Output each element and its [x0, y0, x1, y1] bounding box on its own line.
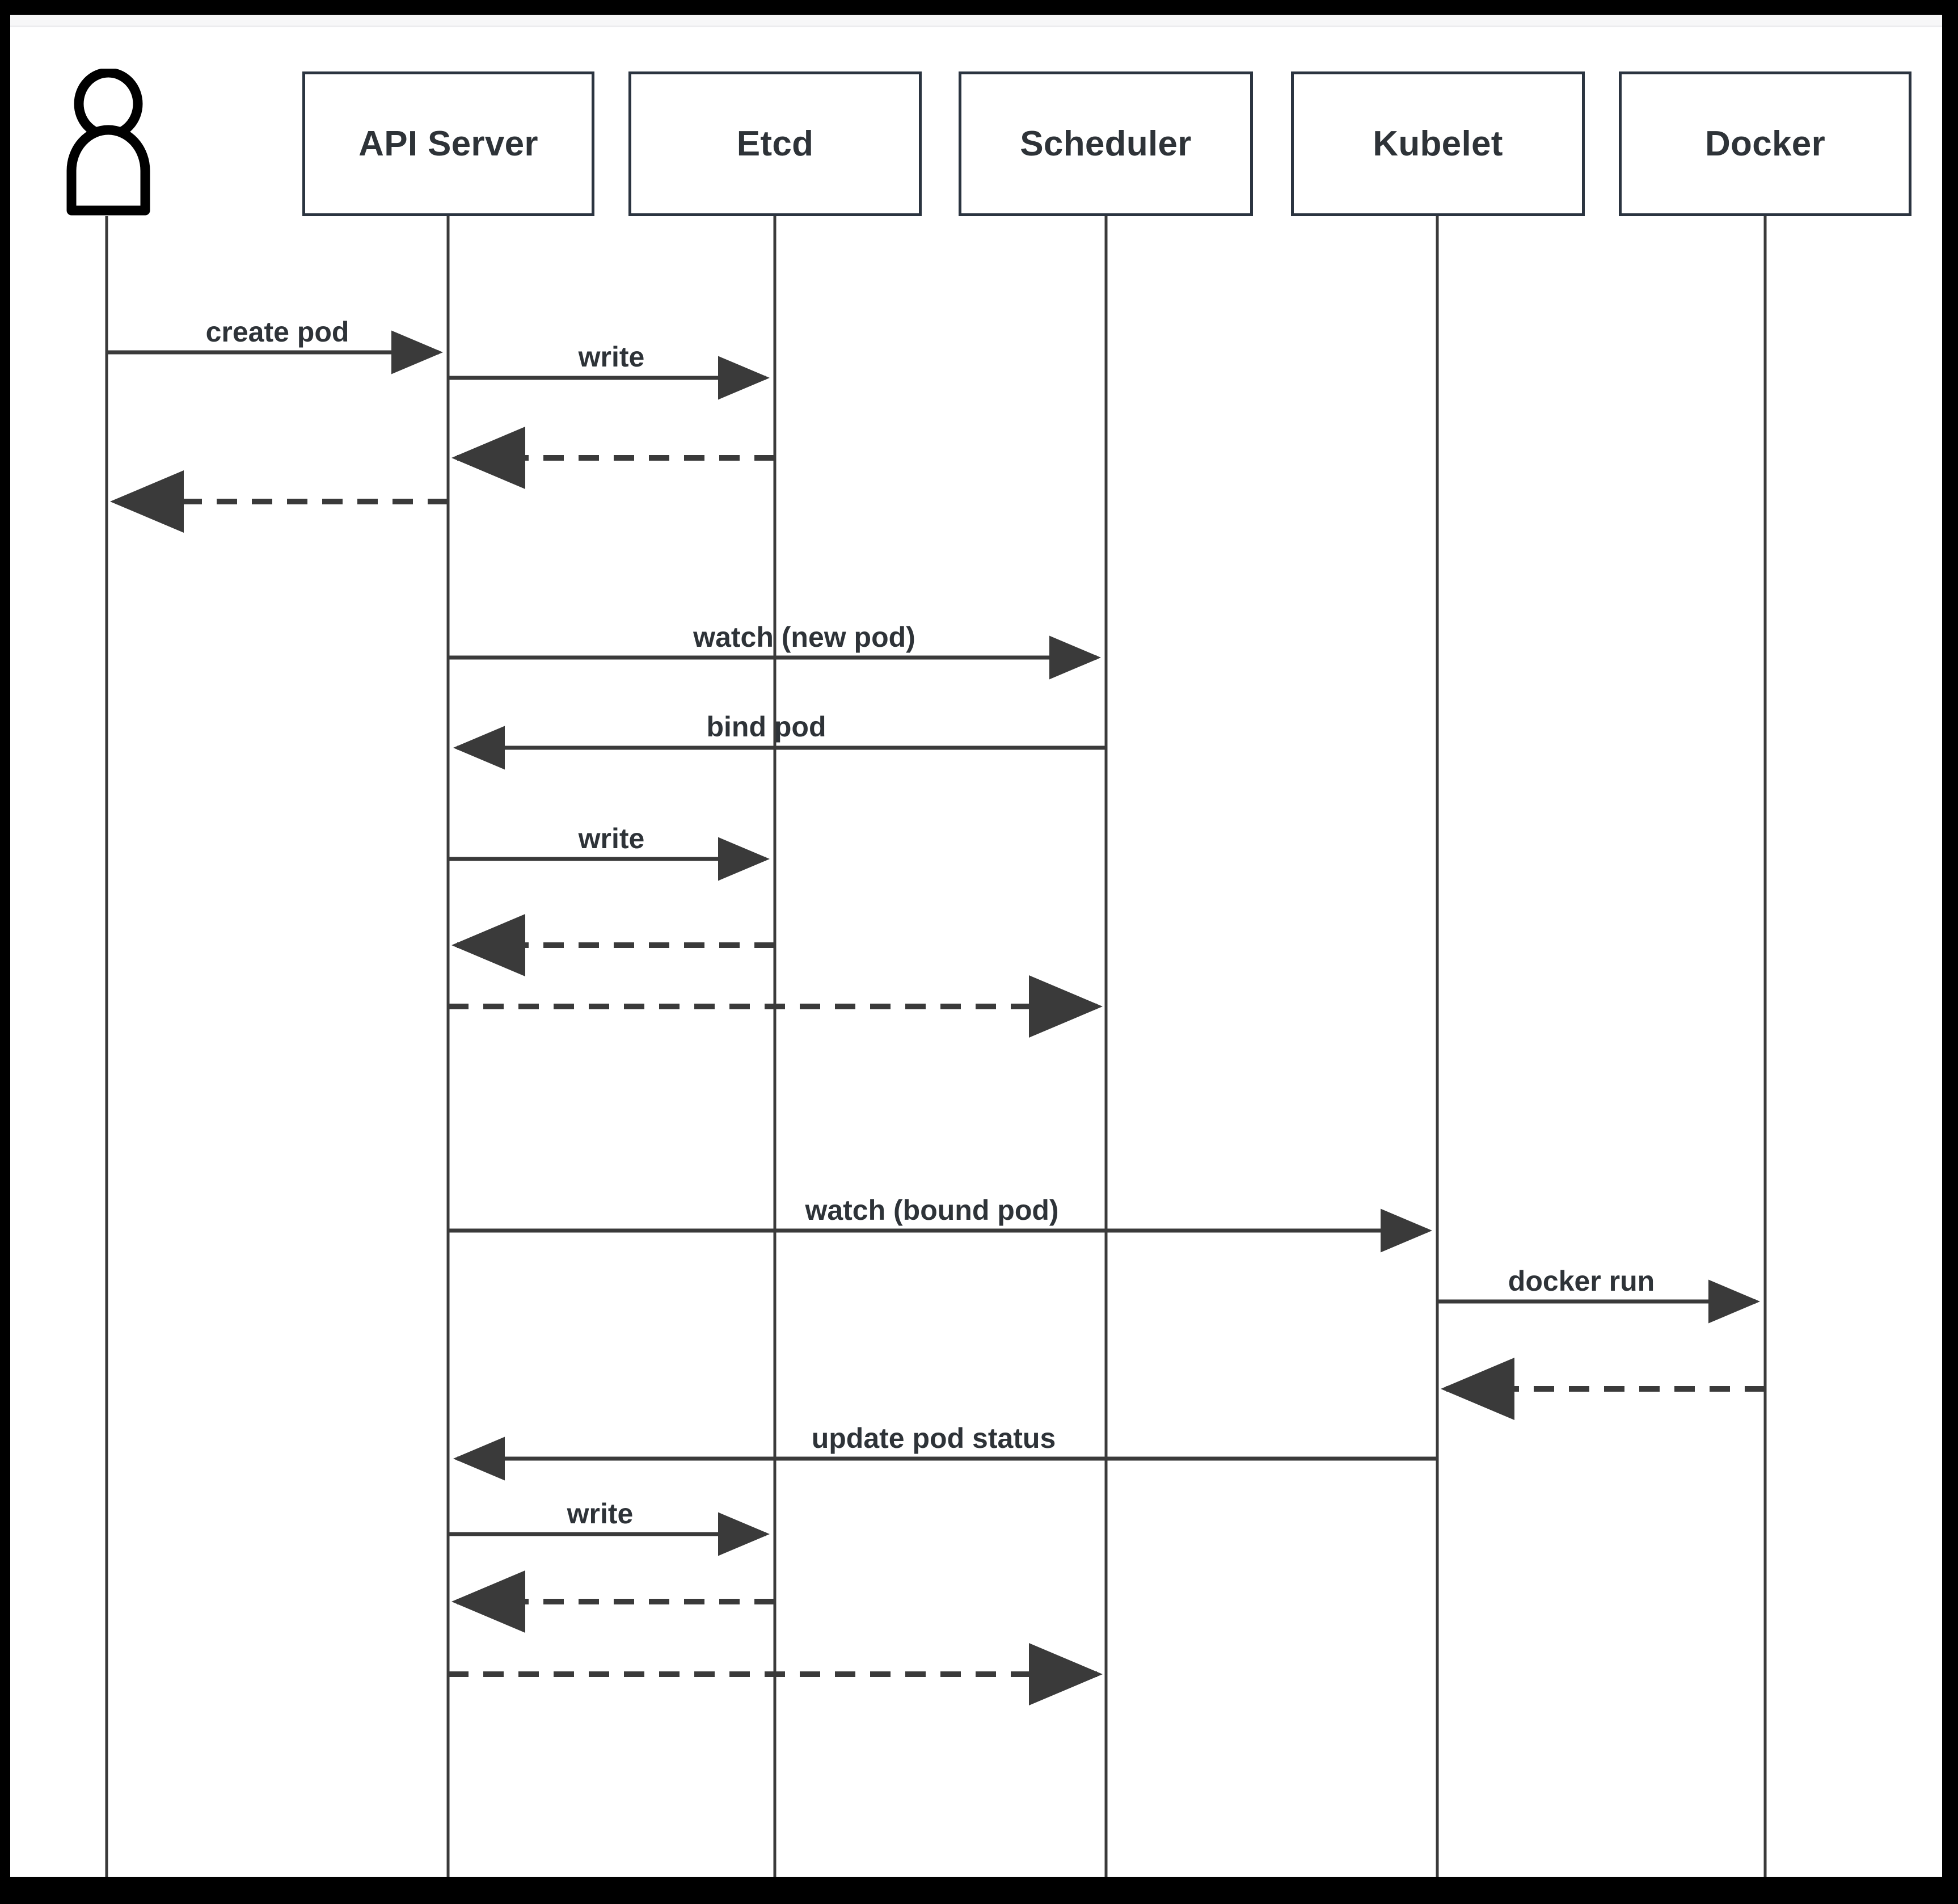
message-label-watch-new-pod: watch (new pod) — [693, 621, 915, 653]
message-label-write-3: write — [567, 1498, 634, 1530]
message-label-update-pod-status: update pod status — [811, 1422, 1056, 1454]
sequence-diagram-canvas: API Server Etcd Scheduler Kubelet Docker — [10, 15, 1942, 1877]
participant-box-docker[interactable]: Docker — [1619, 71, 1911, 216]
message-label-docker-run: docker run — [1508, 1265, 1655, 1297]
message-label-watch-bound-pod: watch (bound pod) — [805, 1194, 1059, 1226]
participant-label-scheduler: Scheduler — [1020, 124, 1192, 163]
message-arrows-layer — [105, 216, 1767, 1877]
participant-label-kubelet: Kubelet — [1373, 124, 1503, 163]
arrows-group — [107, 330, 1765, 1705]
participant-box-kubelet[interactable]: Kubelet — [1291, 71, 1585, 216]
diagram-frame: API Server Etcd Scheduler Kubelet Docker — [10, 15, 1942, 1877]
message-label-write-1: write — [578, 341, 645, 373]
message-label-create-pod: create pod — [205, 316, 349, 348]
participant-box-api-server[interactable]: API Server — [302, 71, 594, 216]
window-top-strip — [10, 15, 1942, 27]
message-label-write-2: write — [578, 823, 645, 854]
lifelines-group — [105, 216, 1767, 1877]
participant-label-docker: Docker — [1704, 124, 1826, 163]
participant-label-api-server: API Server — [358, 124, 538, 163]
participant-box-etcd[interactable]: Etcd — [628, 71, 922, 216]
participant-box-scheduler[interactable]: Scheduler — [959, 71, 1253, 216]
user-actor-icon — [54, 68, 162, 219]
message-label-bind-pod: bind pod — [706, 711, 826, 743]
participant-label-etcd: Etcd — [736, 124, 814, 163]
